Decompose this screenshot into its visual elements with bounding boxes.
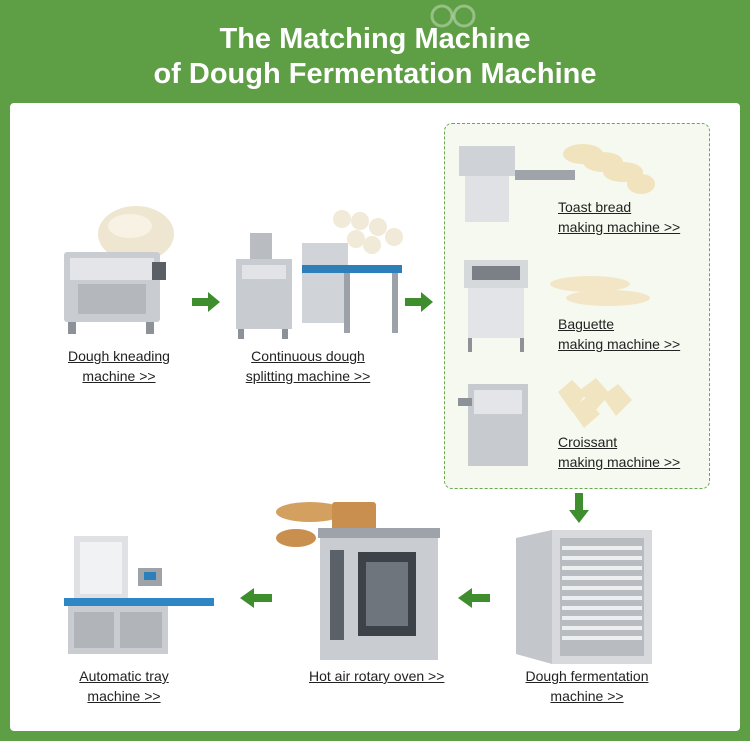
baguette-label-line1: Baguette — [558, 316, 615, 332]
logo-watermark-top — [430, 4, 476, 31]
arrow-down-icon — [569, 493, 589, 523]
baguette-machine-image[interactable] — [458, 254, 658, 354]
croissant-label-line2: making machine >> — [558, 454, 681, 470]
dough-splitting-label[interactable]: Continuous dough splitting machine >> — [232, 346, 384, 386]
dough-fermentation-label[interactable]: Dough fermentation machine >> — [512, 666, 662, 706]
dough-fermentation-label-line1: Dough fermentation — [525, 668, 649, 684]
toast-bread-label-line1: Toast bread — [558, 199, 632, 215]
arrow-right-icon — [405, 292, 433, 312]
dough-splitting-label-line1: Continuous dough — [251, 348, 365, 364]
title-line-2: of Dough Fermentation Machine — [153, 58, 597, 90]
automatic-tray-label-line2: machine >> — [87, 688, 161, 704]
rotary-oven-image[interactable] — [266, 488, 446, 666]
arrow-right-icon — [192, 292, 220, 312]
toast-bread-machine-image[interactable] — [455, 130, 655, 230]
dough-kneading-label-line1: Dough kneading — [68, 348, 170, 364]
automatic-tray-label-line1: Automatic tray — [79, 668, 169, 684]
page-title: The Matching Machine of Dough Fermentati… — [0, 22, 750, 92]
toast-bread-label[interactable]: Toast bread making machine >> — [558, 197, 680, 237]
dough-kneading-label-line2: machine >> — [82, 368, 156, 384]
dough-kneading-machine-image[interactable] — [58, 200, 178, 340]
dough-splitting-label-line2: splitting machine >> — [245, 368, 371, 384]
croissant-label-line1: Croissant — [558, 434, 618, 450]
croissant-machine-image[interactable] — [458, 372, 648, 472]
title-line-1: The Matching Machine — [219, 23, 531, 55]
dough-splitting-machine-image[interactable] — [232, 205, 422, 345]
toast-bread-label-line2: making machine >> — [558, 219, 681, 235]
arrow-left-icon — [240, 588, 272, 608]
baguette-label-line2: making machine >> — [558, 336, 681, 352]
arrow-left-icon — [458, 588, 490, 608]
rotary-oven-label-line1: Hot air rotary oven >> — [309, 668, 445, 684]
automatic-tray-label[interactable]: Automatic tray machine >> — [56, 666, 192, 706]
croissant-label[interactable]: Croissant making machine >> — [558, 432, 680, 472]
rotary-oven-label[interactable]: Hot air rotary oven >> — [309, 666, 444, 686]
brand-logo-icon — [430, 4, 476, 28]
dough-kneading-label[interactable]: Dough kneading machine >> — [56, 346, 182, 386]
dough-fermentation-machine-image[interactable] — [512, 528, 662, 668]
dough-fermentation-label-line2: machine >> — [550, 688, 624, 704]
automatic-tray-machine-image[interactable] — [58, 532, 218, 662]
baguette-label[interactable]: Baguette making machine >> — [558, 314, 680, 354]
